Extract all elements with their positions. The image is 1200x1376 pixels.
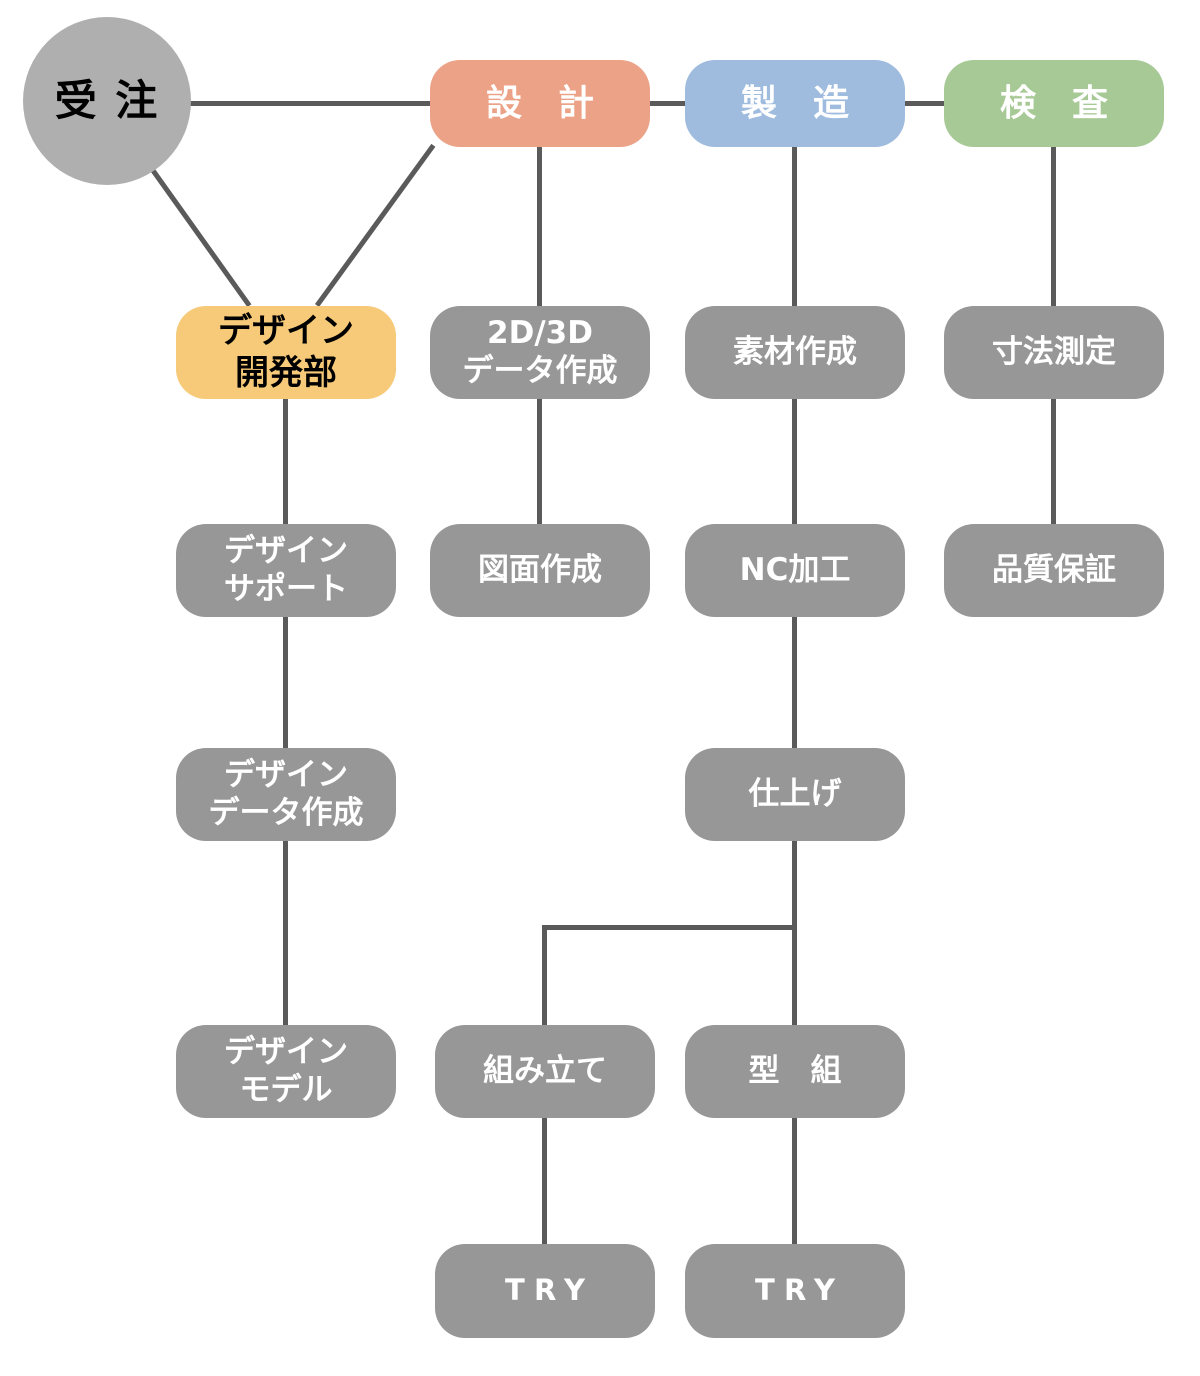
connector-design-dept-column	[283, 399, 288, 1025]
node-finishing: 仕上げ	[685, 748, 905, 841]
connector-design-design-dept	[314, 143, 436, 307]
node-design-model: デザイン モデル	[176, 1025, 396, 1118]
node-design: 設 計	[430, 60, 650, 147]
connector-design-manufacturing	[650, 101, 685, 106]
node-nc-machining: NC加工	[685, 524, 905, 617]
node-design-data-creation: デザイン データ作成	[176, 748, 396, 841]
connector-branch-horizontal	[542, 925, 797, 930]
node-2d3d-data-creation: 2D/3D データ作成	[430, 306, 650, 399]
node-try-assembly: TRY	[435, 1244, 655, 1338]
connector-assembly-to-try	[542, 1118, 547, 1244]
node-manufacturing: 製 造	[685, 60, 905, 147]
node-order: 受 注	[23, 17, 191, 185]
node-material-creation: 素材作成	[685, 306, 905, 399]
connector-order-design	[188, 101, 432, 106]
node-mold-assembly: 型 組	[685, 1025, 905, 1118]
node-dimension-measurement: 寸法測定	[944, 306, 1164, 399]
node-inspection: 検 査	[944, 60, 1164, 147]
connector-order-design-dept	[150, 169, 252, 308]
node-design-support: デザイン サポート	[176, 524, 396, 617]
node-try-mold: TRY	[685, 1244, 905, 1338]
node-design-development-dept: デザイン 開発部	[176, 306, 396, 399]
connector-manufacturing-inspection	[905, 101, 944, 106]
connector-branch-to-assembly	[542, 925, 547, 1025]
node-assembly: 組み立て	[435, 1025, 655, 1118]
node-drawing-creation: 図面作成	[430, 524, 650, 617]
connector-manufacturing-column-upper	[792, 147, 797, 748]
node-quality-assurance: 品質保証	[944, 524, 1164, 617]
